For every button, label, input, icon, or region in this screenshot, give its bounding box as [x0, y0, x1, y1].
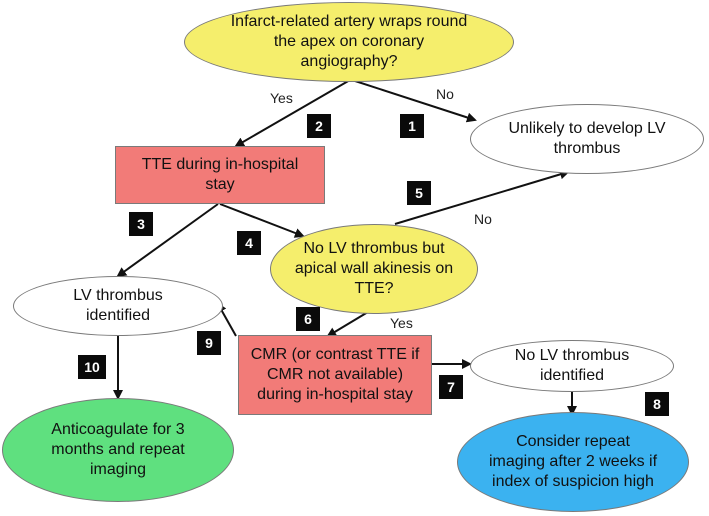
step-badge-8: 8: [645, 392, 669, 416]
step-badge-10: 10: [78, 355, 106, 379]
arrow-question-to-tte: [234, 79, 351, 148]
node-unlikely-thrombus-text: Unlikely to develop LV thrombus: [508, 120, 666, 157]
node-apical-akinesis-question-text: No LV thrombus but apical wall akinesis …: [294, 240, 454, 297]
edge-label-yes-to-cmr: Yes: [390, 315, 413, 331]
node-anticoagulate-text: Anticoagulate for 3 months and repeat im…: [51, 421, 185, 478]
arrow-question-to-unlikely: [351, 79, 477, 123]
step-badge-1: 1: [400, 114, 424, 138]
arrow-akinesis-to-unlikely: [394, 169, 570, 225]
node-tte-in-hospital-text: TTE during in-hospital stay: [141, 156, 299, 193]
arrow-tte-to-akinesis: [219, 203, 305, 238]
step-badge-4: 4: [237, 231, 261, 255]
edge-label-no-akinesis-to-unlikely: No: [474, 211, 492, 227]
step-badge-3: 3: [129, 212, 153, 236]
node-lv-thrombus-identified-text: LV thrombus identified: [73, 287, 163, 324]
node-no-lv-thrombus-identified: No LV thrombus identified: [470, 340, 674, 392]
edge-label-yes-to-tte: Yes: [270, 90, 293, 106]
step-badge-2: 2: [307, 114, 331, 138]
node-consider-repeat-imaging-text: Consider repeat imaging after 2 weeks if…: [488, 433, 658, 490]
node-consider-repeat-imaging: Consider repeat imaging after 2 weeks if…: [457, 412, 689, 512]
node-cmr-text: CMR (or contrast TTE if CMR not availabl…: [250, 346, 420, 403]
step-badge-6: 6: [296, 307, 320, 331]
node-wrap-question: Infarct-related artery wraps round the a…: [184, 2, 514, 82]
node-no-lv-thrombus-identified-text: No LV thrombus identified: [514, 347, 630, 384]
step-badge-7: 7: [439, 375, 463, 399]
node-unlikely-thrombus: Unlikely to develop LV thrombus: [470, 104, 704, 174]
step-badge-5: 5: [407, 181, 431, 205]
node-apical-akinesis-question: No LV thrombus but apical wall akinesis …: [270, 224, 478, 314]
node-anticoagulate: Anticoagulate for 3 months and repeat im…: [2, 398, 234, 502]
edge-label-no-to-unlikely: No: [436, 86, 454, 102]
arrow-tte-to-lv-identified: [116, 203, 219, 278]
node-lv-thrombus-identified: LV thrombus identified: [13, 276, 223, 336]
node-cmr: CMR (or contrast TTE if CMR not availabl…: [238, 335, 432, 415]
node-tte-in-hospital: TTE during in-hospital stay: [115, 146, 325, 204]
node-wrap-question-text: Infarct-related artery wraps round the a…: [230, 13, 468, 70]
step-badge-9: 9: [197, 331, 221, 355]
